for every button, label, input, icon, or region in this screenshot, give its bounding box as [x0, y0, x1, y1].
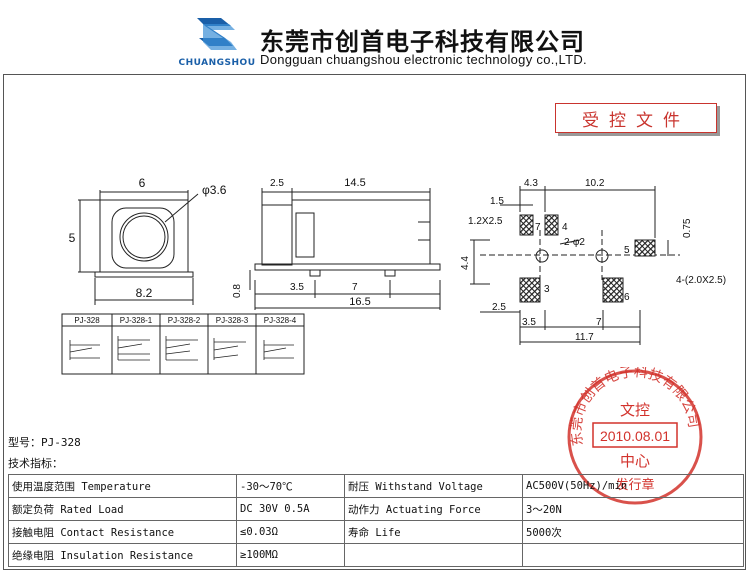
fp-dim-hole: 2-φ2: [564, 237, 585, 248]
specs-heading: 技术指标：: [8, 457, 63, 470]
controlled-document-label: 受控文件: [582, 110, 690, 131]
side-dim-e: 7: [352, 282, 358, 293]
front-dim-height: 5: [69, 231, 76, 245]
drawing-frame: [3, 74, 746, 570]
fp-dim-pad: 1.2X2.5: [468, 216, 503, 227]
schematic-label-2: PJ-328-2: [168, 316, 201, 325]
side-dim-f: 16.5: [349, 296, 370, 308]
fp-dim-4-3: 4.3: [524, 178, 538, 189]
model-number: 型号：PJ-328: [8, 436, 81, 449]
schematic-label-4: PJ-328-4: [264, 316, 297, 325]
schematic-label-1: PJ-328-1: [120, 316, 153, 325]
spec-cell: 使用温度范围 Temperature: [8, 474, 237, 498]
spec-cell: 动作力 Actuating Force: [344, 497, 523, 521]
fp-dim-7: 7: [596, 317, 602, 328]
table-row: 绝缘电阻 Insulation Resistance ≥100MΩ: [8, 543, 744, 567]
spec-cell: 5000次: [522, 520, 744, 544]
front-dim-width: 6: [139, 176, 146, 190]
spec-table: 使用温度范围 Temperature -30～70℃ 耐压 Withstand …: [8, 474, 744, 567]
schematic-label-0: PJ-328: [74, 316, 100, 325]
company-name-cn: 东莞市创首电子科技有限公司: [260, 27, 585, 56]
fp-dim-0-75: 0.75: [682, 218, 693, 238]
spec-cell: DC 30V 0.5A: [236, 497, 345, 521]
table-row: 接触电阻 Contact Resistance ≤0.03Ω 寿命 Life 5…: [8, 520, 744, 544]
spec-cell: -30～70℃: [236, 474, 345, 498]
front-dim-bottom: 8.2: [136, 286, 153, 300]
fp-pin-4: 4: [562, 222, 568, 233]
fp-pin-3: 3: [544, 284, 550, 295]
table-row: 额定负荷 Rated Load DC 30V 0.5A 动作力 Actuatin…: [8, 497, 744, 521]
fp-dim-11-7: 11.7: [575, 332, 594, 343]
spec-cell: AC500V(50Hz)/min: [522, 474, 744, 498]
stamp-date: 2010.08.01: [600, 428, 670, 444]
front-dim-hole: φ3.6: [202, 183, 227, 197]
side-dim-d: 3.5: [290, 282, 304, 293]
table-row: 使用温度范围 Temperature -30～70℃ 耐压 Withstand …: [8, 474, 744, 498]
spec-cell: 接触电阻 Contact Resistance: [8, 520, 237, 544]
fp-dim-2-5: 2.5: [492, 302, 506, 313]
spec-cell: [522, 543, 744, 567]
company-name-en: Dongguan chuangshou electronic technolog…: [260, 52, 587, 67]
fp-pin-5: 5: [624, 245, 630, 256]
side-dim-a: 2.5: [270, 178, 284, 189]
side-dim-c: 0.8: [232, 284, 243, 298]
spec-cell: 3～20N: [522, 497, 744, 521]
spec-cell: [344, 543, 523, 567]
fp-pin-6: 6: [624, 292, 630, 303]
stamp-top: 文控: [620, 402, 650, 419]
spec-cell: 额定负荷 Rated Load: [8, 497, 237, 521]
fp-dim-4-4: 4.4: [460, 256, 471, 270]
company-logo-icon: [197, 18, 237, 50]
front-view: 6 5 8.2 φ3.6: [69, 176, 227, 305]
spec-cell: ≤0.03Ω: [236, 520, 345, 544]
spec-cell: 绝缘电阻 Insulation Resistance: [8, 543, 237, 567]
schematic-strip: PJ-328 PJ-328-1 PJ-328-2 PJ-328-3 PJ-328…: [61, 313, 305, 375]
fp-dim-4pad: 4-(2.0X2.5): [676, 275, 726, 286]
fp-dim-1-5: 1.5: [490, 196, 504, 207]
spec-cell: ≥100MΩ: [236, 543, 345, 567]
fp-dim-10-2: 10.2: [585, 178, 605, 189]
logo-text: CHUANGSHOU: [178, 58, 256, 68]
stamp-middle: 中心: [620, 453, 650, 470]
approval-stamp: 东莞市创首电子科技有限公司 文控 2010.08.01 中心 发行章: [567, 367, 703, 505]
fp-dim-3-5: 3.5: [522, 317, 536, 328]
side-view: 2.5 14.5 0.8 3.5 7 16.5: [232, 177, 441, 310]
spec-cell: 寿命 Life: [344, 520, 523, 544]
controlled-document-badge: 受控文件: [555, 103, 717, 133]
spec-cell: 耐压 Withstand Voltage: [344, 474, 523, 498]
footprint-view: 4.3 10.2 1.5 1.2X2.5 0.75 2-φ2 4.4 4-(2.…: [460, 178, 726, 345]
schematic-label-3: PJ-328-3: [216, 316, 249, 325]
fp-pin-7: 7: [535, 222, 541, 233]
side-dim-b: 14.5: [344, 177, 365, 189]
